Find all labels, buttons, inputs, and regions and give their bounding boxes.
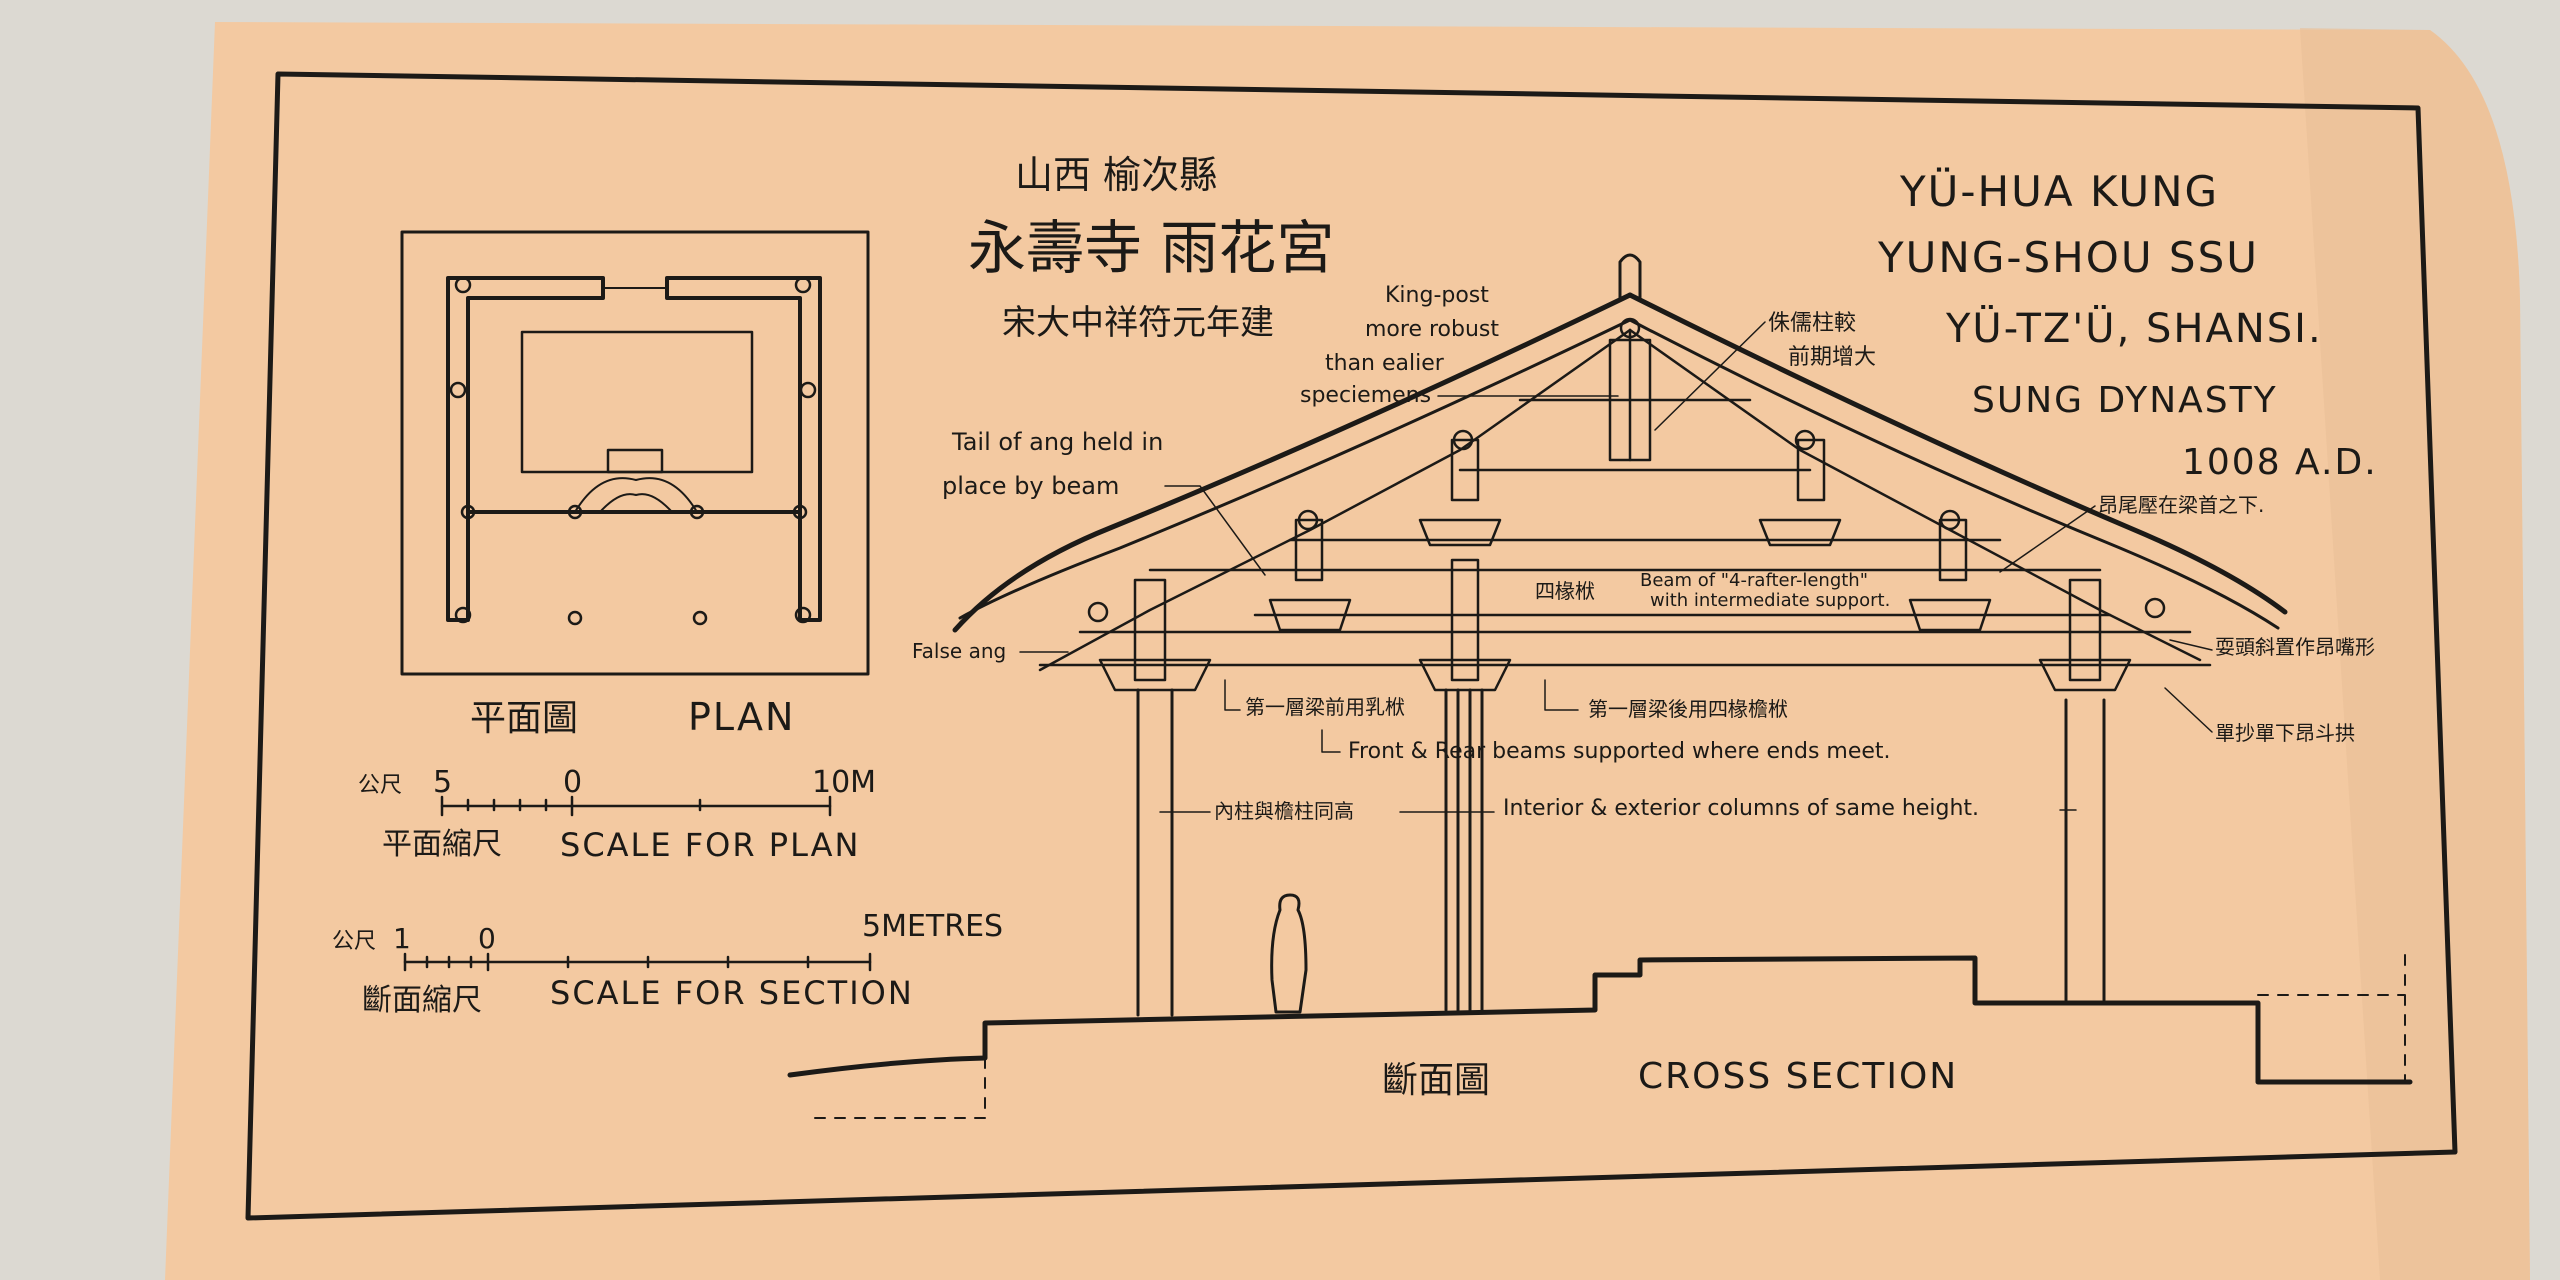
paper-sheet (165, 22, 2530, 1280)
ground-line (787, 955, 2413, 1085)
section-cjk-label: 斷面圖 (1382, 1060, 1490, 1101)
header-cjk-line2: 永壽寺 雨花宮 (968, 214, 1334, 282)
false-ang-cjk-leader (2169, 639, 2213, 651)
king-post-cjk-1: 侏儒柱較 (1768, 311, 1856, 336)
bracket-cjk-note: 單抄單下昂斗拱 (2215, 721, 2355, 745)
section-scale-tick-end: 5METRES (862, 909, 1003, 944)
section-scale-caption: SCALE FOR SECTION (550, 974, 914, 1012)
king-post-note-2: more robust (1365, 317, 1499, 342)
bracket-cjk-leader (2164, 687, 2213, 733)
plan-scale-tick-start: 5 (433, 765, 452, 800)
columns-note: Interior & exterior columns of same heig… (1503, 796, 1979, 821)
tail-note-1: Tail of ang held in (951, 428, 1163, 456)
section-scale-tick-start: 1 (393, 922, 411, 955)
plan-scale-caption: SCALE FOR PLAN (560, 826, 860, 864)
brackets (1087, 317, 2166, 692)
false-ang-note: False ang (912, 639, 1006, 663)
section-scale-prefix: 公尺 (332, 929, 376, 954)
title-line3: YÜ-TZ'Ü, SHANSI. (1945, 304, 2323, 352)
plan-label: PLAN (688, 695, 795, 739)
roof-left-under (958, 318, 1632, 620)
plan-scale-tick-end: 10M (812, 765, 876, 800)
title-line2: YUNG-SHOU SSU (1877, 233, 2259, 282)
plan-scale-cjk-caption: 平面縮尺 (382, 827, 502, 862)
title-line4: SUNG DYNASTY (1972, 380, 2278, 421)
paper-shading (2300, 28, 2530, 1280)
king-post-note-4: speciemens (1300, 383, 1431, 408)
title-line1: YÜ-HUA KUNG (1899, 166, 2219, 216)
plan-scale-bar (440, 795, 832, 817)
plan-columns (449, 276, 817, 626)
section-scale-tick-zero: 0 (478, 922, 496, 955)
rear-beam-leader (1544, 679, 1579, 711)
false-ang-cjk-note: 耍頭斜置作昂嘴形 (2215, 635, 2375, 659)
king-post-note-3: than ealier (1325, 351, 1445, 376)
front-rear-note: Front & Rear beams supported where ends … (1348, 739, 1891, 764)
tail-leader (1164, 485, 1266, 576)
plan-arcs (574, 477, 698, 513)
tail-note-2: place by beam (942, 472, 1119, 500)
front-beam-cjk-note: 第一層梁前用乳栿 (1245, 695, 1405, 719)
beam4-cjk-note: 四椽栿 (1535, 579, 1595, 603)
roof-right-under (1628, 318, 2280, 630)
plan-altar (606, 448, 664, 474)
king-post-note-1: King-post (1385, 283, 1489, 308)
section-label: CROSS SECTION (1638, 1056, 1958, 1097)
beam4-note-1: Beam of "4-rafter-length" (1640, 570, 1868, 591)
king-post-cjk-2: 前期增大 (1788, 345, 1876, 370)
header-cjk-line3: 宋大中祥符元年建 (1002, 303, 1274, 343)
drawing-border (245, 71, 2458, 1221)
beam4-note-2: with intermediate support. (1650, 590, 1890, 611)
title-line5: 1008 A.D. (2182, 442, 2378, 483)
human-figure (1270, 893, 1308, 1014)
plan-frame (400, 230, 870, 676)
section-scale-bar (403, 952, 872, 972)
ground-dashed (804, 954, 2406, 1119)
columns-cjk-note: 內柱與檐柱同高 (1214, 799, 1354, 823)
roof-right (1627, 292, 2288, 615)
front-rear-leader (1321, 729, 1341, 753)
ang-leader (1999, 505, 2096, 573)
roof-left (952, 292, 1633, 633)
plan-drawing (400, 230, 870, 676)
columns (1136, 688, 2106, 1017)
king-post-cjk-leader (1654, 321, 1766, 431)
cross-section-drawing (787, 253, 2413, 1119)
rear-beam-cjk-note: 第一層梁後用四椽檐栿 (1588, 697, 1788, 721)
front-beam-leader (1224, 679, 1241, 711)
plan-scale-prefix: 公尺 (358, 773, 402, 798)
section-scale-cjk-caption: 斷面縮尺 (362, 983, 482, 1018)
header-cjk-line1: 山西 榆次縣 (1015, 153, 1217, 197)
ridge-ornament (1618, 253, 1642, 302)
plan-scale-tick-zero: 0 (563, 765, 582, 800)
plan-cjk-label: 平面圖 (470, 698, 578, 739)
ang-cjk-note: 昂尾壓在梁首之下. (2098, 493, 2264, 517)
columns-leader (1399, 809, 2077, 813)
